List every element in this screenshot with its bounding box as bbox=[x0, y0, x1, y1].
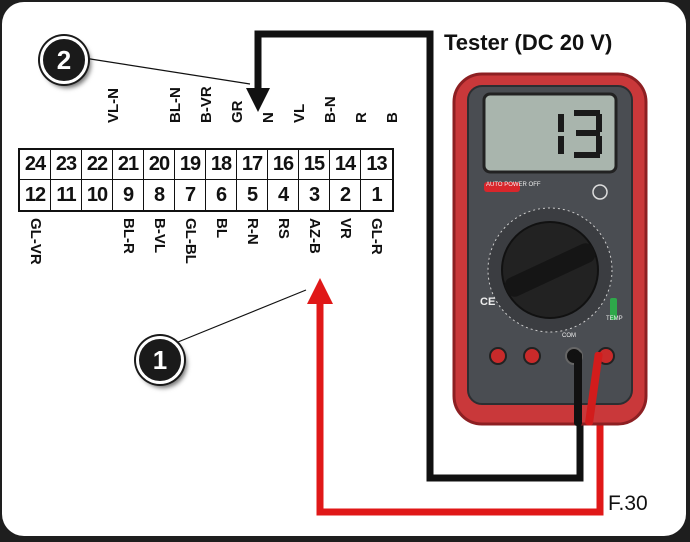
red-probe-wire bbox=[316, 300, 604, 516]
wire-color-code: B bbox=[383, 112, 401, 123]
connector-pin: 14 bbox=[330, 150, 361, 180]
connector-pin: 10 bbox=[82, 180, 113, 210]
wire-color-code: BL bbox=[212, 218, 230, 238]
wire-color-code: R-N bbox=[243, 218, 261, 245]
wire-color-code: R bbox=[352, 112, 370, 123]
callout-2-leader bbox=[83, 57, 251, 85]
backlight-button bbox=[592, 184, 608, 200]
red-probe-plug bbox=[585, 351, 603, 426]
callout-2: 2 bbox=[40, 36, 88, 84]
connector-pin: 17 bbox=[237, 150, 268, 180]
connector-pin: 3 bbox=[299, 180, 330, 210]
wire-color-code: BL-R bbox=[119, 218, 137, 254]
connector-pin: 7 bbox=[175, 180, 206, 210]
connector-pin: 12 bbox=[20, 180, 51, 210]
black-probe-wire bbox=[254, 30, 584, 482]
black-wire-arrowhead bbox=[246, 88, 270, 112]
wire-color-code: VL-N bbox=[104, 88, 122, 123]
connector-pin: 22 bbox=[82, 150, 113, 180]
tester-title: Tester (DC 20 V) bbox=[444, 30, 613, 55]
auto-power-label: AUTO POWER OFF bbox=[486, 182, 541, 188]
red-wire-arrowhead bbox=[307, 278, 333, 304]
dial-knob bbox=[504, 243, 596, 297]
connector-pin: 20 bbox=[144, 150, 175, 180]
connector-pin: 2 bbox=[330, 180, 361, 210]
connector-pin: 21 bbox=[113, 150, 144, 180]
com-label: COM bbox=[562, 333, 576, 339]
lcd-digits bbox=[558, 110, 602, 158]
wire-color-code: VL bbox=[290, 103, 308, 123]
black-probe-plug bbox=[574, 352, 582, 426]
connector-pin: 6 bbox=[206, 180, 237, 210]
connector-pin: 5 bbox=[237, 180, 268, 210]
connector-pin: 18 bbox=[206, 150, 237, 180]
wire-color-code: BL-N bbox=[166, 87, 184, 123]
connector-pin: 23 bbox=[51, 150, 82, 180]
connector-pin: 15 bbox=[299, 150, 330, 180]
connector-pin: 1 bbox=[371, 183, 382, 206]
wire-color-code: B-VL bbox=[150, 218, 168, 253]
connector-pin: 13 bbox=[361, 150, 392, 180]
wire-color-code: N bbox=[259, 112, 277, 123]
callout-1-leader bbox=[177, 289, 307, 343]
wire-color-code: B-N bbox=[321, 96, 339, 123]
connector-pin: 16 bbox=[268, 150, 299, 180]
temp-label: TEMP bbox=[606, 316, 623, 322]
connector-pin: 11 bbox=[51, 180, 82, 210]
wire-color-code: GR bbox=[228, 100, 246, 124]
wire-color-code: AZ-B bbox=[305, 218, 323, 254]
wire-color-code: VR bbox=[336, 218, 354, 239]
connector-pin: 9 bbox=[113, 180, 144, 210]
figure-reference: F.30 bbox=[608, 492, 648, 515]
connector-pin: 19 bbox=[175, 150, 206, 180]
callout-1: 1 bbox=[136, 336, 184, 384]
wire-color-code: GL-VR bbox=[26, 218, 44, 265]
multimeter bbox=[452, 72, 648, 426]
wire-color-code: RS bbox=[274, 218, 292, 239]
power-button bbox=[484, 182, 520, 192]
wire-color-code: GL-BL bbox=[181, 218, 199, 264]
wire-color-code: GL-R bbox=[367, 218, 385, 255]
ce-mark: CE bbox=[480, 296, 496, 308]
connector-pin: 8 bbox=[144, 180, 175, 210]
temp-socket bbox=[610, 298, 617, 320]
wire-color-code: B-VR bbox=[197, 86, 215, 123]
connector-pin: 4 bbox=[268, 180, 299, 210]
connector-pin: 24 bbox=[20, 150, 51, 180]
